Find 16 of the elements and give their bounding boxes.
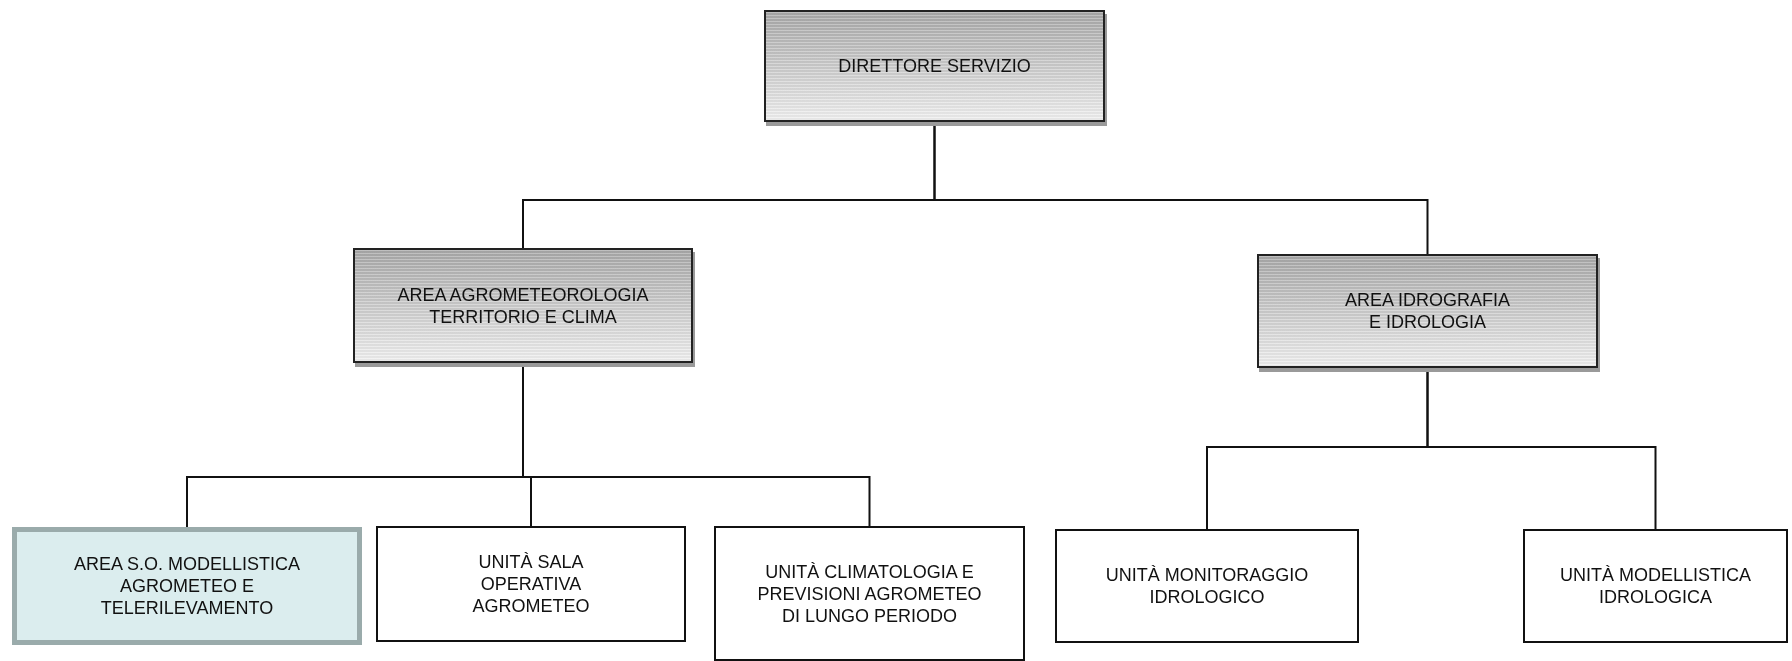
box-label: UNITÀ CLIMATOLOGIA E PREVISIONI AGROMETEO DI LUNGO PERIODO — [756, 560, 983, 627]
org-box — [714, 526, 1025, 661]
box-label: UNITÀ MONITORAGGIO IDROLOGICO — [1104, 564, 1310, 608]
connector-line — [1426, 371, 1657, 530]
org-box — [1055, 529, 1359, 643]
box-label: AREA S.O. MODELLISTICA AGROMETEO E TELERILEVAMENTO — [72, 553, 302, 619]
connector-line — [933, 125, 1429, 255]
connector-line — [522, 366, 871, 527]
box-label: UNITÀ SALA OPERATIVA AGROMETEO — [471, 551, 591, 617]
box-label: UNITÀ MODELLISTICA IDROLOGICA — [1559, 564, 1752, 608]
org-box — [1523, 529, 1788, 643]
org-box — [376, 526, 686, 642]
box-label: AREA IDROGRAFIA E IDROLOGIA — [1343, 289, 1511, 333]
box-label: DIRETTORE SERVIZIO — [838, 55, 1031, 77]
box-label: AREA AGROMETEOROLOGIA TERRITORIO E CLIMA — [396, 283, 650, 328]
org-box — [12, 527, 362, 645]
